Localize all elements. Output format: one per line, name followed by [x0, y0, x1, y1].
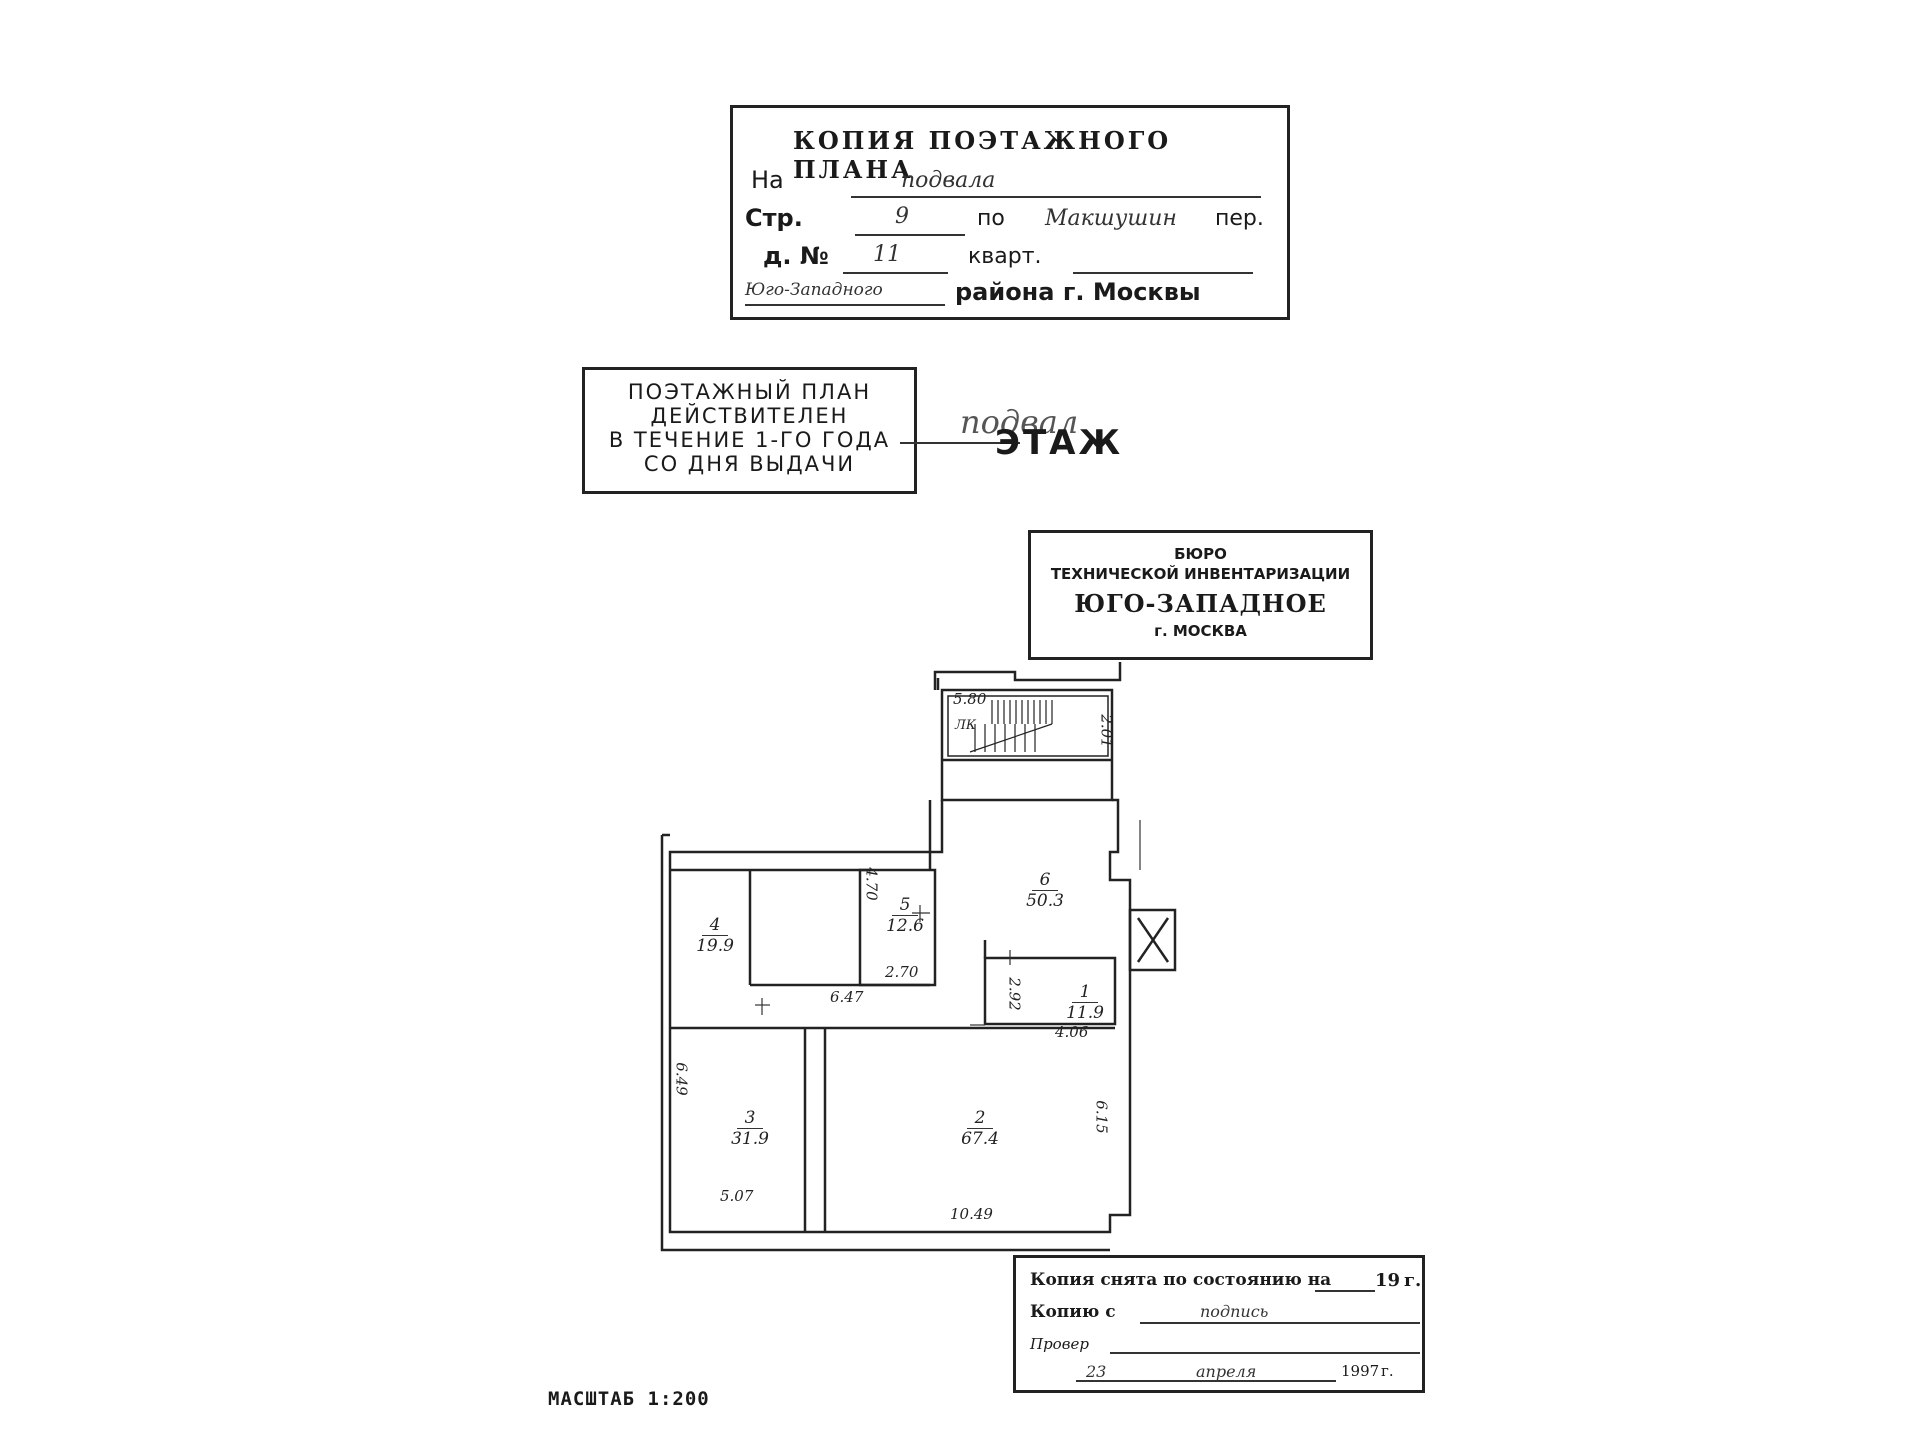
certification-stamp: Копия снята по состоянию на 19 г. Копию …: [1013, 1255, 1425, 1393]
room-5: 5 12.6: [875, 895, 935, 936]
validity-stamp: ПОЭТАЖНЫЙ ПЛАН ДЕЙСТВИТЕЛЕН В ТЕЧЕНИЕ 1-…: [582, 367, 917, 494]
scale-label: МАСШТАБ 1:200: [548, 1388, 710, 1410]
room-area: 50.3: [1026, 891, 1064, 911]
room-3: 3 31.9: [720, 1108, 780, 1149]
floor-plan: [660, 662, 1177, 1252]
floor-label: подвал ЭТАЖ: [900, 403, 1190, 465]
room-number: 1: [1071, 982, 1099, 1003]
stair-label: ЛК: [955, 718, 976, 733]
copy-stamp-line1: На подвала: [751, 166, 1271, 202]
dimension: 6.15: [1092, 1100, 1111, 1134]
dimension: 4.70: [862, 867, 881, 901]
bti-stamp: БЮРО ТЕХНИЧЕСКОЙ ИНВЕНТАРИЗАЦИИ ЮГО-ЗАПА…: [1028, 530, 1373, 660]
room-area: 67.4: [961, 1129, 999, 1149]
room-2: 2 67.4: [950, 1108, 1010, 1149]
room-6: 6 50.3: [1015, 870, 1075, 911]
copy-stamp-title: КОПИЯ ПОЭТАЖНОГО ПЛАНА: [793, 126, 1172, 184]
cert-line3: Провер: [1030, 1334, 1420, 1354]
copy-stamp-line2: Стр. 9 по Макшушин пер.: [745, 204, 1285, 240]
dimension: 6.47: [830, 988, 864, 1006]
room-area: 19.9: [696, 936, 734, 956]
cert-line2: Копию с подпись: [1030, 1302, 1420, 1324]
room-area: 31.9: [731, 1129, 769, 1149]
room-number: 4: [701, 915, 729, 936]
shaft: [1128, 908, 1177, 972]
dimension: 5.07: [720, 1187, 754, 1205]
copy-stamp: КОПИЯ ПОЭТАЖНОГО ПЛАНА На подвала Стр. 9…: [730, 105, 1290, 320]
stair-tower-wall: [933, 662, 1122, 690]
dimension: 2.70: [885, 963, 919, 981]
dimension: 6.49: [672, 1062, 691, 1096]
room-1: 1 11.9: [1055, 982, 1115, 1023]
dimension: 10.49: [950, 1205, 993, 1223]
stair-steps: [969, 700, 1053, 753]
floor-label-text: ЭТАЖ: [995, 423, 1124, 463]
copy-stamp-line3: д. № 11 кварт.: [763, 242, 1273, 278]
room-4: 4 19.9: [685, 915, 745, 956]
dimension: 2.92: [1005, 977, 1024, 1011]
cert-line1: Копия снята по состоянию на 19 г.: [1030, 1270, 1422, 1292]
room-number: 6: [1031, 870, 1059, 891]
dimension: 5.80: [953, 690, 987, 708]
room-area: 12.6: [886, 916, 924, 936]
floor-label-hand: подвал: [960, 403, 1079, 441]
dimension: 2.01: [1097, 714, 1116, 748]
stair-box: [940, 688, 1114, 802]
dimension: 4.06: [1055, 1023, 1089, 1041]
copy-stamp-line4: Юго-Западного района г. Москвы: [745, 278, 1201, 306]
room-number: 2: [966, 1108, 994, 1129]
room-number: 5: [891, 895, 919, 916]
room-number: 3: [736, 1108, 764, 1129]
room-area: 11.9: [1066, 1003, 1104, 1023]
